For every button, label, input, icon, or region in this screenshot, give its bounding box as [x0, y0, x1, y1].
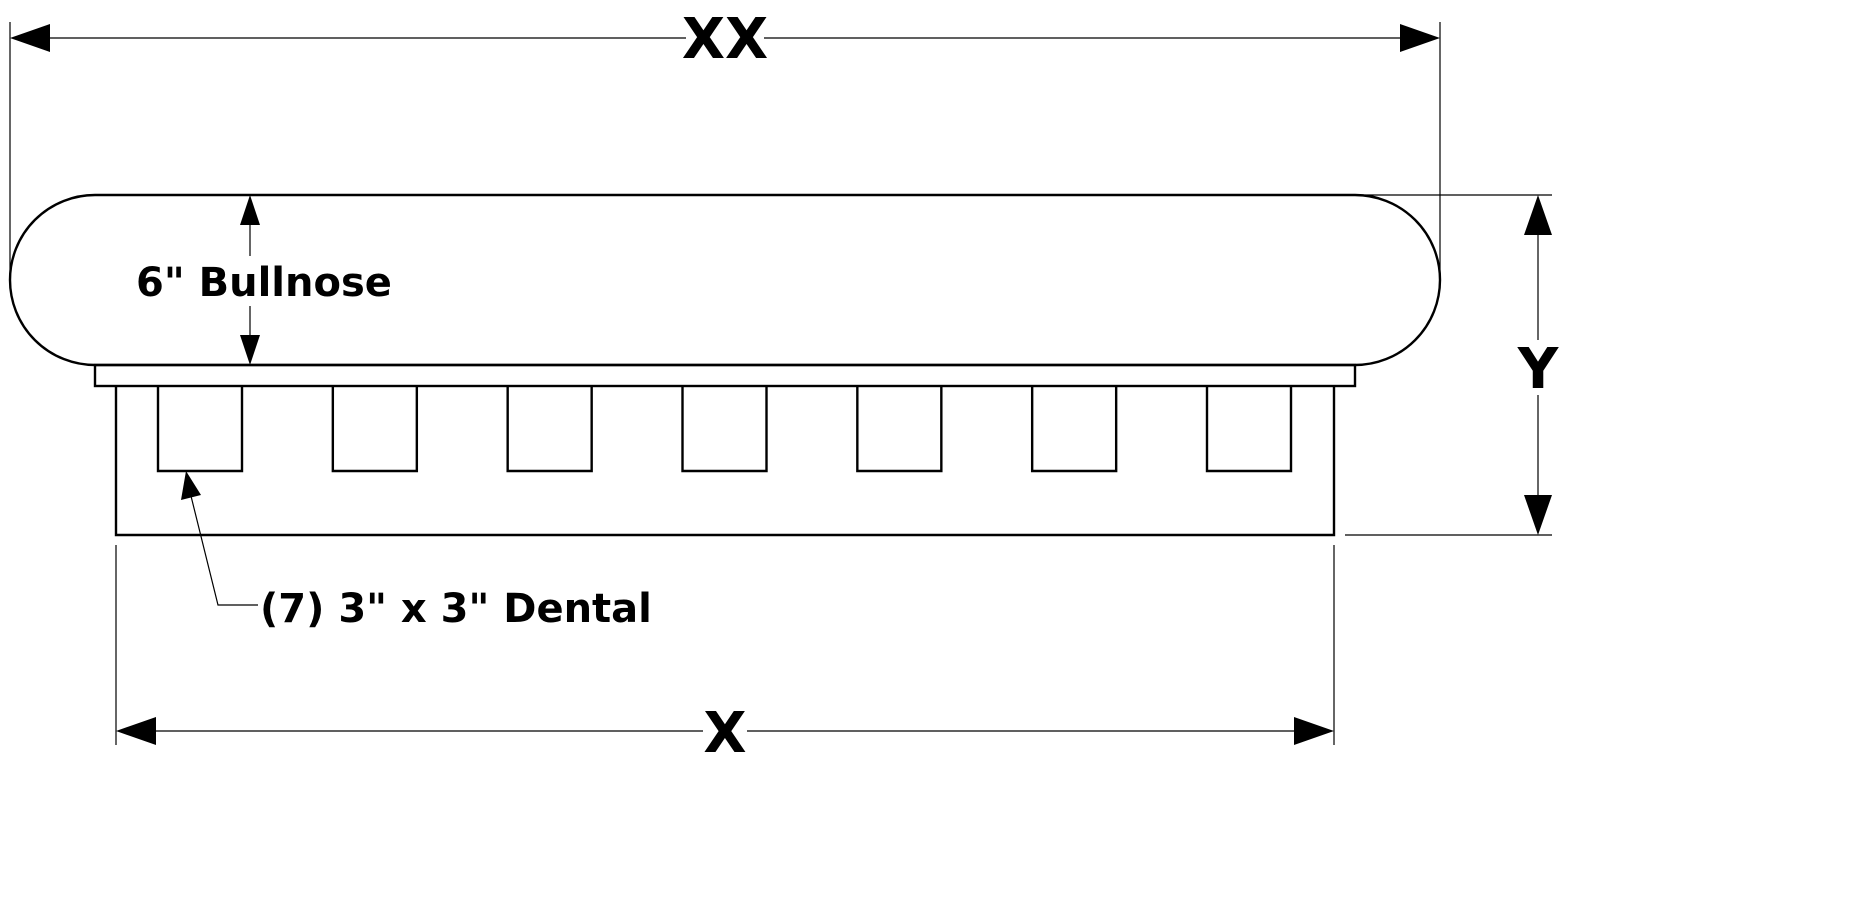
height-label: Y [1517, 337, 1560, 402]
dental-body [114, 386, 1336, 537]
bullnose-label: 6" Bullnose [136, 260, 392, 306]
dental-block [506, 386, 593, 473]
x-arrow-right [1294, 717, 1334, 745]
fascia-strip [93, 363, 1357, 388]
xx-arrow-left [10, 24, 50, 52]
y-arrow-top [1524, 195, 1552, 235]
body-width-dimension: X [115, 545, 1335, 766]
dental-block [156, 386, 244, 473]
y-arrow-bottom [1524, 495, 1552, 535]
dental-label: (7) 3" x 3" Dental [260, 586, 652, 632]
overall-width-label: XX [682, 7, 768, 72]
dental-leader-line [189, 491, 258, 606]
bullnose-cap: 6" Bullnose [8, 193, 1442, 367]
overall-width-dimension: XX [9, 7, 1441, 282]
x-arrow-left [116, 717, 156, 745]
xx-arrow-right [1400, 24, 1440, 52]
height-dimension: Y [1345, 194, 1560, 536]
bullnose-arrow-top [240, 195, 260, 225]
dental-leader: (7) 3" x 3" Dental [181, 471, 652, 632]
dental-block [681, 386, 768, 473]
dental-block [331, 386, 419, 473]
dental-block [1030, 386, 1118, 473]
bullnose-arrow-bottom [240, 335, 260, 365]
dental-block [856, 386, 943, 473]
body-outline [114, 386, 1336, 537]
dental-blocks [156, 386, 1293, 473]
body-width-label: X [703, 701, 746, 766]
dental-leader-arrow [181, 471, 201, 500]
dental-block [1205, 386, 1293, 473]
